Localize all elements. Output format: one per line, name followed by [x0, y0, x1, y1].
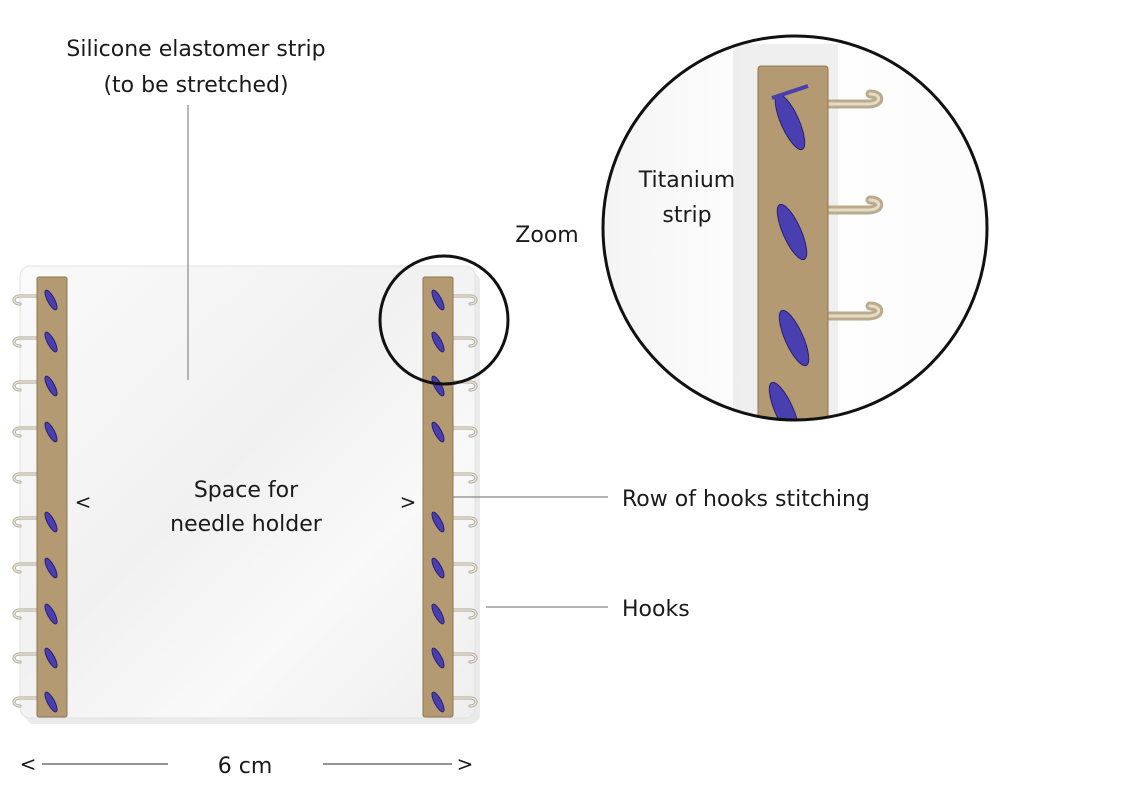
hook-highlight: [449, 697, 477, 707]
stitch: [44, 691, 58, 713]
zoom-label: Zoom: [515, 223, 578, 248]
hook-highlight: [449, 295, 477, 305]
hook-highlight: [449, 609, 477, 619]
hook-highlight: [13, 381, 41, 391]
hook-highlight: [13, 563, 41, 573]
zoom-hook-highlight: [818, 304, 881, 318]
hook-highlight: [13, 337, 41, 347]
hook-highlight: [13, 295, 41, 305]
hook-highlight: [13, 697, 41, 707]
silicone-label-line1: Silicone elastomer strip: [66, 37, 325, 62]
hook-highlight: [13, 473, 41, 483]
silicone-label-line2: (to be stretched): [103, 73, 288, 98]
right-stitching-row: [431, 289, 445, 713]
zoom-hook-highlight: [818, 92, 881, 106]
stitch: [431, 289, 445, 311]
stitch: [44, 603, 58, 625]
zoom-hook-row: [815, 89, 884, 321]
stitch: [431, 331, 445, 353]
stitch: [431, 647, 445, 669]
space-label-line2: needle holder: [170, 512, 323, 537]
zoom-hook-highlight: [818, 198, 881, 212]
zoom-view: [601, 34, 989, 422]
hook-highlight: [449, 563, 477, 573]
stitch: [776, 203, 808, 261]
stitch: [44, 557, 58, 579]
hook-highlight: [13, 653, 41, 663]
stitch: [431, 511, 445, 533]
hooks-label: Hooks: [622, 597, 690, 622]
stitch: [431, 603, 445, 625]
stitch: [44, 511, 58, 533]
hook-highlight: [449, 473, 477, 483]
left-stitching-row: [44, 289, 58, 713]
silicone-elastomer-strip: [19, 265, 480, 724]
stitch: [768, 381, 800, 420]
space-right-arrow: >: [400, 490, 417, 514]
zoom-titanium-strip: [757, 65, 829, 420]
titanium-label-line2: strip: [662, 203, 711, 228]
hook-highlight: [449, 653, 477, 663]
space-label-line1: Space for: [194, 478, 299, 503]
dimension-right-arrow: >: [457, 752, 474, 776]
stitch: [431, 691, 445, 713]
dimension-left-arrow: <: [20, 752, 37, 776]
hook-highlight: [449, 381, 477, 391]
hook-highlight: [13, 609, 41, 619]
stitch: [44, 375, 58, 397]
stitch-thread: [771, 84, 809, 100]
hook-highlight: [449, 427, 477, 437]
stitch: [44, 289, 58, 311]
stitch: [431, 557, 445, 579]
left-hook-row: [12, 294, 42, 708]
hook-highlight: [13, 427, 41, 437]
zoom-stitching-row: [768, 84, 810, 420]
space-left-arrow: <: [75, 490, 92, 514]
zoom-marker-circle: [378, 254, 510, 386]
stitch: [778, 309, 810, 367]
hook-highlight: [449, 337, 477, 347]
hook-highlight: [13, 517, 41, 527]
stitch: [44, 331, 58, 353]
stitch: [44, 421, 58, 443]
width-dimension-label: 6 cm: [218, 754, 273, 779]
stitch: [431, 421, 445, 443]
titanium-label-line1: Titanium: [638, 168, 735, 193]
row-of-hooks-label: Row of hooks stitching: [622, 487, 870, 512]
hook-highlight: [449, 517, 477, 527]
stitch: [44, 647, 58, 669]
right-hook-row: [448, 294, 478, 708]
